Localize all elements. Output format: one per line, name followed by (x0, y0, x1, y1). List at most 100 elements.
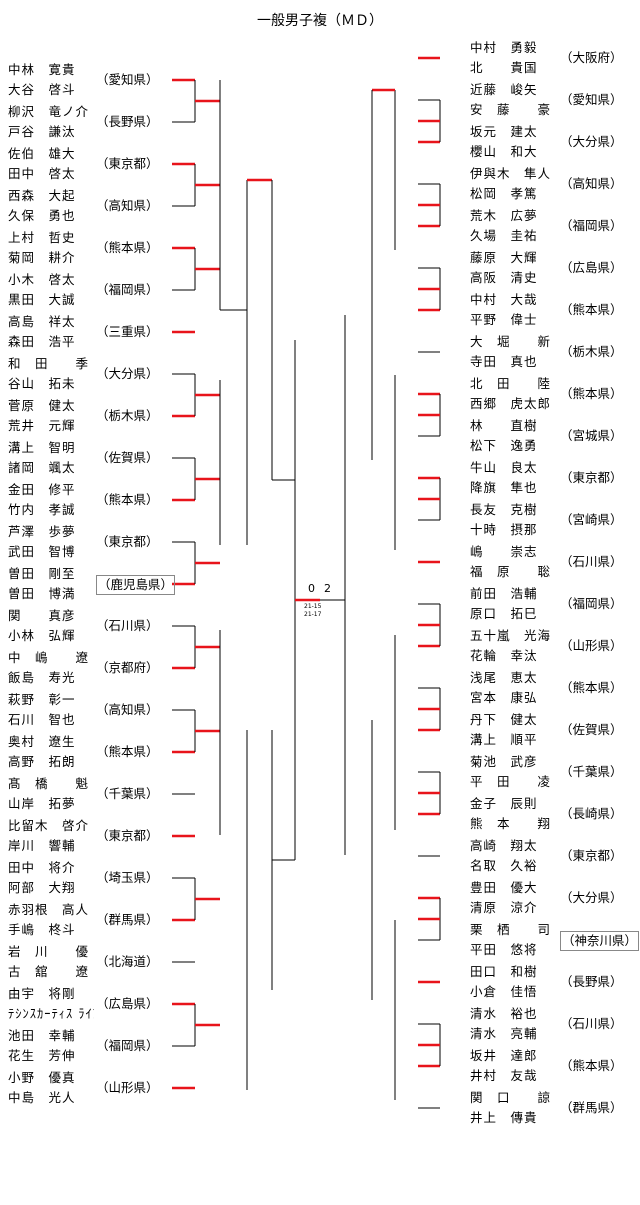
prefecture-label: （福岡県） (560, 218, 623, 233)
player-name: 長友 克樹 (470, 502, 538, 517)
player-name: 西郷 虎太郎 (470, 396, 552, 411)
player-names: 金子 辰則熊 本 翔 (470, 794, 556, 834)
prefecture-label: （長野県） (560, 974, 623, 989)
player-name: 諸岡 颯太 (8, 460, 76, 475)
player-name: 奥村 遼生 (8, 734, 76, 749)
team-entry: 金子 辰則熊 本 翔 （長崎県） (470, 794, 640, 836)
team-entry: 和 田 季谷山 拓未（大分県） (0, 354, 175, 396)
player-name: 関 口 諒 (470, 1090, 552, 1105)
final-game2: 21-17 (304, 611, 322, 618)
player-name: 花生 芳伸 (8, 1048, 76, 1063)
prefecture-label: （熊本県） (96, 240, 159, 255)
team-entry: 西森 大起久保 勇也（高知県） (0, 186, 175, 228)
player-names: 藤原 大輝高阪 清史 (470, 248, 556, 288)
team-entry: 関 真彦小林 弘輝（石川県） (0, 606, 175, 648)
team-entry: 田中 将介阿部 大翔（埼玉県） (0, 858, 175, 900)
left-entries: 中林 寛貴大谷 啓斗（愛知県）柳沢 竜ノ介戸谷 謙汰（長野県）佐伯 雄大田中 啓… (0, 0, 176, 1205)
prefecture-label: （東京都） (560, 848, 623, 863)
player-name: 田中 将介 (8, 860, 76, 875)
player-name: 原口 拓巳 (470, 606, 538, 621)
player-name: 飯島 寿光 (8, 670, 76, 685)
player-name: 松下 逸勇 (470, 438, 538, 453)
team-entry: 中林 寛貴大谷 啓斗（愛知県） (0, 60, 175, 102)
final-right-score: 2 (324, 582, 331, 595)
team-entry: 栗 栖 司平田 悠将（神奈川県） (470, 920, 640, 962)
player-names: 和 田 季谷山 拓未 (8, 354, 94, 394)
player-names: 小木 啓太黒田 大誠 (8, 270, 94, 310)
player-name: 浅尾 恵太 (470, 670, 538, 685)
player-names: 長友 克樹十時 摂那 (470, 500, 556, 540)
player-name: 清水 亮輔 (470, 1026, 538, 1041)
team-entry: 曽田 剛至曽田 博満（鹿児島県） (0, 564, 176, 606)
player-names: 坂井 達郎井村 友哉 (470, 1046, 556, 1086)
player-name: 高崎 翔太 (470, 838, 538, 853)
player-name: 近藤 峻矢 (470, 82, 538, 97)
player-name: 小木 啓太 (8, 272, 76, 287)
team-entry: 大 堀 新寺田 真也 （栃木県） (470, 332, 640, 374)
team-entry: 菊池 武彦平 田 凌（千葉県） (470, 752, 640, 794)
team-entry: 嶋 崇志福 原 聡（石川県） (470, 542, 640, 584)
player-name: 山岸 拓夢 (8, 796, 76, 811)
player-names: 岩 川 優古 舘 遼 (8, 942, 94, 982)
player-name: 清原 涼介 (470, 900, 538, 915)
player-names: 北 田 陸西郷 虎太郎 (470, 374, 556, 414)
player-name: 中林 寛貴 (8, 62, 76, 77)
final-score: 0 2 21-15 21-17 (304, 582, 331, 618)
player-name: 井上 傳貴 (470, 1110, 538, 1125)
player-name: 手嶋 柊斗 (8, 922, 76, 937)
player-name: 北 田 陸 (470, 376, 552, 391)
prefecture-label: （広島県） (560, 260, 623, 275)
player-names: 柳沢 竜ノ介戸谷 謙汰 (8, 102, 94, 142)
team-entry: 浅尾 恵太宮本 康弘（熊本県） (470, 668, 640, 710)
prefecture-label: （熊本県） (560, 386, 623, 401)
prefecture-label: （広島県） (96, 996, 159, 1011)
player-names: 坂元 建太櫻山 和大 (470, 122, 556, 162)
prefecture-label: （栃木県） (560, 344, 623, 359)
team-entry: 比留木 啓介岸川 響輔（東京都） (0, 816, 175, 858)
prefecture-label: （宮城県） (560, 428, 623, 443)
team-entry: 高島 祥太森田 浩平（三重県） (0, 312, 175, 354)
player-names: 中林 寛貴大谷 啓斗 (8, 60, 94, 100)
team-entry: 上村 哲史菊岡 耕介（熊本県） (0, 228, 175, 270)
team-entry: 中村 勇毅北 貴国（大阪府） (470, 38, 640, 80)
player-names: 田口 和樹小倉 佳悟 (470, 962, 556, 1002)
team-entry: 荒木 広夢久場 圭祐 （福岡県） (470, 206, 640, 248)
player-name: 柳沢 竜ノ介 (8, 104, 90, 119)
player-name: 赤羽根 高人 (8, 902, 90, 917)
prefecture-label: （宮崎県） (560, 512, 623, 527)
player-name: 寺田 真也 (470, 354, 538, 369)
player-names: 赤羽根 高人手嶋 柊斗 (8, 900, 94, 940)
player-names: 池田 幸輔花生 芳伸 (8, 1026, 94, 1066)
player-name: 北 貴国 (470, 60, 538, 75)
player-names: 大 堀 新寺田 真也 (470, 332, 556, 372)
player-name: 平野 偉士 (470, 312, 538, 327)
prefecture-label: （福岡県） (96, 282, 159, 297)
player-name: ﾃｼﾝｽｶｰﾃｨｽ ﾗｲｱﾝ (8, 1006, 94, 1021)
team-entry: 中 嶋 遼飯島 寿光（京都府） (0, 648, 175, 690)
player-name: 清水 裕也 (470, 1006, 538, 1021)
page-title: 一般男子複（ＭＤ） (257, 13, 383, 29)
player-name: 和 田 季 (8, 356, 90, 371)
player-name: 阿部 大翔 (8, 880, 76, 895)
prefecture-label: （佐賀県） (560, 722, 623, 737)
player-names: 清水 裕也清水 亮輔 (470, 1004, 556, 1044)
player-name: 小野 優真 (8, 1070, 76, 1085)
team-entry: 丹下 健太溝上 順平（佐賀県） (470, 710, 640, 752)
player-name: 竹内 孝誠 (8, 502, 76, 517)
player-name: 石川 智也 (8, 712, 76, 727)
player-name: 久場 圭祐 (470, 228, 538, 243)
player-name: 小林 弘輝 (8, 628, 76, 643)
player-name: 高野 拓朗 (8, 754, 76, 769)
player-name: 金田 修平 (8, 482, 76, 497)
player-name: 花輪 幸汰 (470, 648, 538, 663)
player-names: 近藤 峻矢安 藤 豪 (470, 80, 556, 120)
player-name: 西森 大起 (8, 188, 76, 203)
player-name: 荒木 広夢 (470, 208, 538, 223)
prefecture-label: （山形県） (560, 638, 623, 653)
prefecture-label: （長崎県） (560, 806, 623, 821)
player-name: 戸谷 謙汰 (8, 124, 76, 139)
player-names: 関 真彦小林 弘輝 (8, 606, 94, 646)
player-name: 平 田 凌 (470, 774, 552, 789)
player-name: 谷山 拓未 (8, 376, 76, 391)
